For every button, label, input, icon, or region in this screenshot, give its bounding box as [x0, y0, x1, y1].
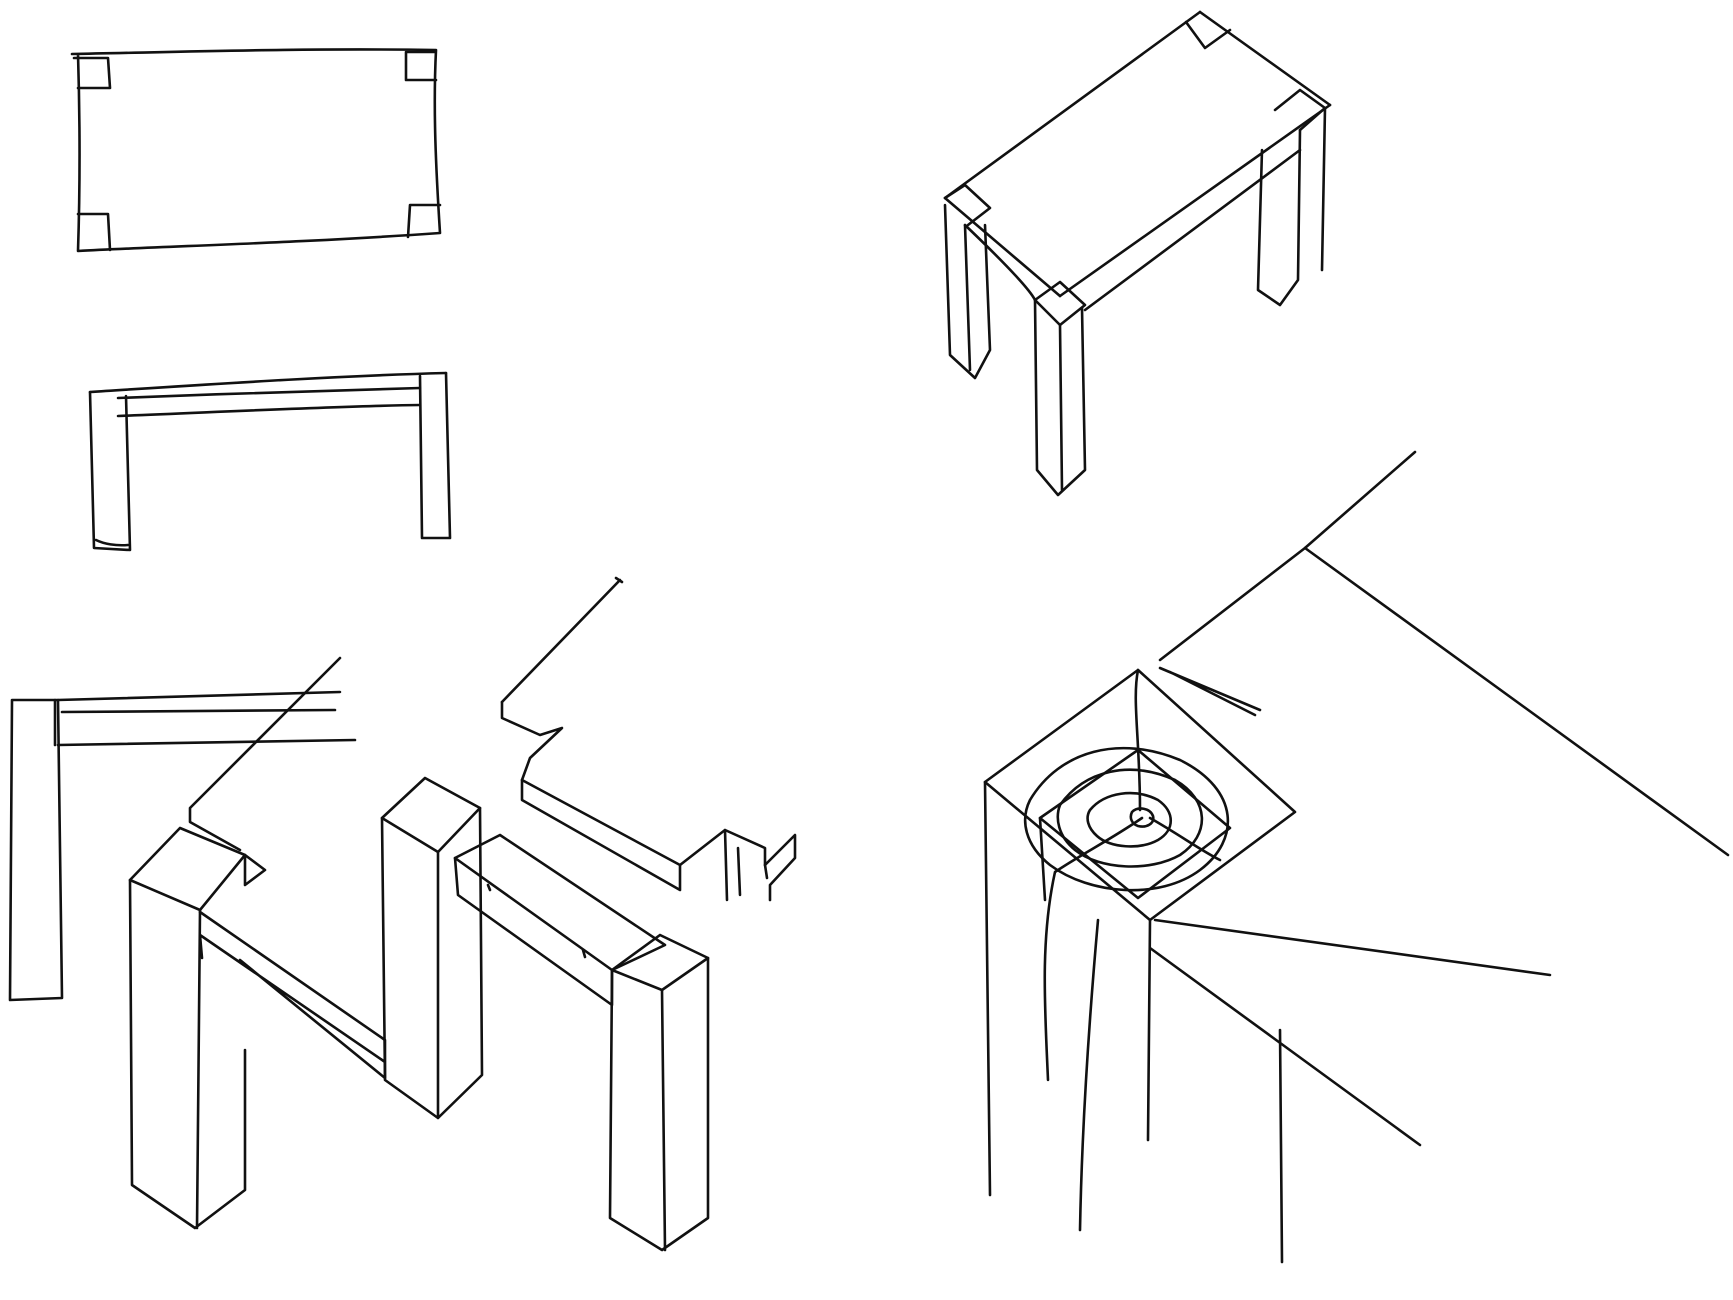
slab-right-notch: [678, 828, 797, 902]
iso-top-right-edge: [1198, 10, 1332, 107]
iso-top-thickness: [963, 148, 1302, 312]
front-leg-body: [128, 878, 247, 1230]
leg-left: [88, 390, 132, 552]
iso-top-front-edge: [943, 196, 1062, 298]
leg-footprint-top-left: [72, 56, 112, 90]
right-apron-mark: [486, 883, 587, 959]
leg-footprint-bottom-right: [406, 203, 442, 239]
apron-piece: [198, 910, 387, 1080]
iso-leg-right: [1256, 106, 1327, 307]
leg-front-face: [1078, 918, 1152, 1232]
center-post-body: [380, 806, 484, 1120]
tabletop-thickness: [1148, 946, 1422, 1147]
partial-leg-left: [8, 698, 64, 1002]
radial-crack-3: [1148, 816, 1222, 862]
right-apron-face: [453, 856, 614, 1007]
leg-footprint-top-right: [404, 50, 438, 82]
leg-end-grain-square: [983, 668, 1297, 922]
hatched-edge: [1158, 666, 1262, 717]
growth-ring-2: [1056, 768, 1204, 868]
growth-ring-1: [1023, 746, 1230, 892]
exploded-joinery: [8, 576, 797, 1252]
iso-leg-front-cap: [1033, 280, 1087, 327]
iso-leg-front: [1033, 298, 1087, 497]
apron-middle-line: [116, 386, 422, 400]
tabletop-right-edge: [1303, 546, 1730, 857]
partial-apron-lines: [56, 690, 357, 747]
apron-piece-lower: [198, 933, 204, 960]
isometric-table: [943, 10, 1332, 497]
slab-back-edge: [500, 576, 624, 704]
right-apron-top: [453, 833, 667, 972]
iso-leg-left: [943, 203, 992, 380]
center-post-cap: [380, 776, 482, 854]
growth-ring-pith: [1129, 807, 1155, 828]
leg-right-face: [1278, 1028, 1284, 1264]
radial-crack-1: [1134, 668, 1142, 812]
iso-leg-left-corner: [943, 183, 992, 227]
slab-left-notch: [500, 700, 564, 782]
leg-left-face: [983, 780, 1047, 1197]
table-top-outline: [70, 48, 442, 253]
front-leg-cap: [128, 826, 247, 912]
top-view-plan: [70, 48, 442, 253]
assembly-guide-line: [188, 656, 342, 852]
corner-end-grain-detail: [983, 450, 1730, 1264]
leg-left-foot: [94, 538, 130, 547]
iso-top-left-edge: [943, 10, 1202, 200]
iso-leg-back-corner: [1184, 20, 1232, 50]
iso-leg-right-corner: [1273, 88, 1327, 132]
tabletop-near-edge: [1153, 918, 1552, 977]
front-elevation: [88, 371, 452, 552]
slab-right-notch-detail: [723, 828, 769, 902]
growth-ring-3: [1086, 791, 1173, 848]
apron-top-edge: [88, 371, 448, 394]
front-leg-notch: [243, 853, 267, 887]
tabletop-far-edge: [1158, 450, 1417, 662]
radial-crack-2: [1043, 816, 1144, 1082]
leg-footprint-bottom-left: [76, 212, 112, 252]
leg-right: [418, 371, 452, 540]
right-leg-body: [608, 956, 710, 1252]
iso-top-right-front-edge: [1058, 103, 1332, 298]
slab-front-edge: [520, 778, 682, 892]
apron-bottom-line: [116, 403, 422, 418]
